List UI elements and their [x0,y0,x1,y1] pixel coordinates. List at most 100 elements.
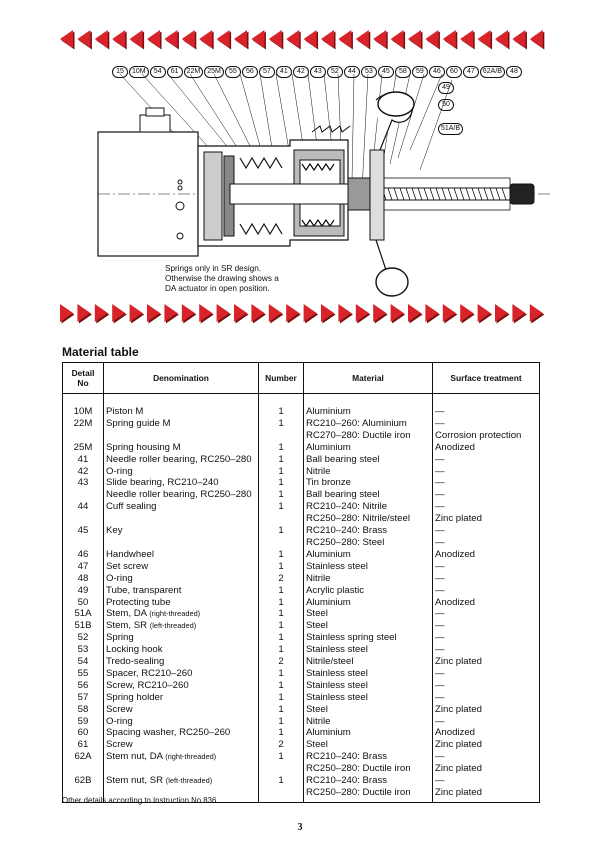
cell-material: RC250–280: Steel [303,536,433,549]
arrow-chevron-icon [442,30,458,50]
cell-surface-treatment: — [432,560,540,573]
cell-material-text: Nitrile [306,465,331,477]
cell-number: 1 [258,632,304,645]
cell-number: 2 [258,739,304,752]
arrow-chevron-icon [529,304,545,324]
cell-surface-treatment: Zinc plated [432,703,540,716]
footnote: Other details according to Instruction N… [62,796,219,805]
cell-number-text: 1 [278,489,284,501]
arrow-chevron-icon [286,304,301,324]
cell-surface-treatment-text: — [435,536,445,548]
cell-surface-treatment-text: Anodized [435,727,476,739]
cell-number-text: 1 [278,525,284,537]
cell-surface-treatment: — [432,632,540,645]
cell-detail-no: 51B [62,620,104,633]
cell-detail-no: 55 [62,667,104,680]
cell-surface-treatment: — [432,465,540,478]
cell-material-text: Tin bronze [306,477,351,489]
cell-detail-no [62,536,104,549]
cell-detail-no-text: 61 [77,739,89,751]
cell-detail-no-text: 54 [77,656,89,668]
cell-number: 1 [258,775,304,787]
cell-denomination [103,513,259,526]
header-surface-treatment: Surface treatment [432,362,540,394]
cell-number-text: 1 [278,501,284,513]
cell-material: Stainless steel [303,691,433,704]
cell-detail-no-text: 62A [74,751,92,763]
caption-line-3: DA actuator in open position. [165,284,270,293]
cell-material: Stainless steel [303,560,433,573]
caption-line-2: Otherwise the drawing shows a [165,274,279,283]
cell-denomination: Screw, RC210–260 [103,679,259,692]
arrow-chevron-icon [512,304,527,324]
cell-denomination: Spring holder [103,691,259,704]
part-callout: 52 [326,66,343,78]
cell-denomination [103,536,259,549]
cell-material: Aluminium [303,548,433,561]
cell-denomination: Spacer, RC210–260 [103,667,259,680]
arrow-chevron-icon [425,304,440,324]
cell-material-text: Aluminium [306,596,351,608]
cell-denomination-text: Spacer, RC210–260 [106,667,193,679]
cell-material: Tin bronze [303,477,433,490]
part-callout: 57 [258,66,275,78]
cell-denomination-text: Protecting tube [106,596,171,608]
cell-surface-treatment-text: — [435,679,445,691]
cell-surface-treatment-text: Anodized [435,441,476,453]
arrow-chevron-icon [355,30,371,50]
cell-detail-no-text: 57 [77,691,89,703]
cell-material-text: RC210–240: Brass [306,525,388,537]
cell-denomination-text: Stem, DA [106,608,147,620]
cell-denomination: Spring [103,632,259,645]
part-callout: 62A/B [479,66,505,78]
cell-denomination-text: Screw [106,703,133,715]
cell-surface-treatment-text: — [435,453,445,465]
cell-material: RC250–280: Ductile iron [303,763,433,776]
cell-surface-treatment-text: — [435,525,445,537]
cell-material: RC210–260: Aluminium [303,417,433,430]
material-table: Detail No Denomination Number Material S… [62,362,540,803]
cell-material: Nitrile [303,572,433,585]
cell-denomination: Slide bearing, RC210–240 [103,477,259,490]
header-number: Number [258,362,304,394]
cell-detail-no-text: 48 [77,572,89,584]
arrow-chevron-icon [216,30,232,50]
cell-surface-treatment-text: — [435,465,445,477]
cell-denomination-text: Slide bearing, RC210–240 [106,477,219,489]
cell-detail-no-text: 55 [77,667,89,679]
cell-surface-treatment: — [432,691,540,704]
cell-surface-treatment: Anodized [432,596,540,609]
cell-surface-treatment-text: — [435,620,445,632]
cell-detail-no: 46 [62,548,104,561]
cell-number: 1 [258,608,304,621]
cell-number [258,787,304,803]
cell-detail-no-text: 49 [77,584,89,596]
cell-number: 1 [258,667,304,680]
cell-material: RC210–240: Brass [303,775,433,787]
arrow-chevron-icon [181,30,197,50]
cell-material: Steel [303,703,433,716]
cell-denomination: Key [103,525,259,537]
cell-surface-treatment-text: Zinc plated [435,739,482,751]
cell-denomination: Stem, SR (left-threaded) [103,620,259,633]
section-title: Material table [62,345,139,359]
cell-material-text: RC250–280: Ductile iron [306,763,411,775]
arrow-chevron-icon [268,30,284,50]
cell-surface-treatment: Zinc plated [432,513,540,526]
spacer-cell [303,393,433,406]
cell-material: Aluminium [303,406,433,418]
cell-number: 1 [258,453,304,466]
cell-material: RC210–240: Nitrile [303,501,433,514]
cell-number-text: 1 [278,715,284,727]
cell-denomination [103,763,259,776]
cell-material-text: Stainless steel [306,679,368,691]
cell-denomination-text: O-ring [106,715,133,727]
cell-detail-no: 49 [62,584,104,597]
